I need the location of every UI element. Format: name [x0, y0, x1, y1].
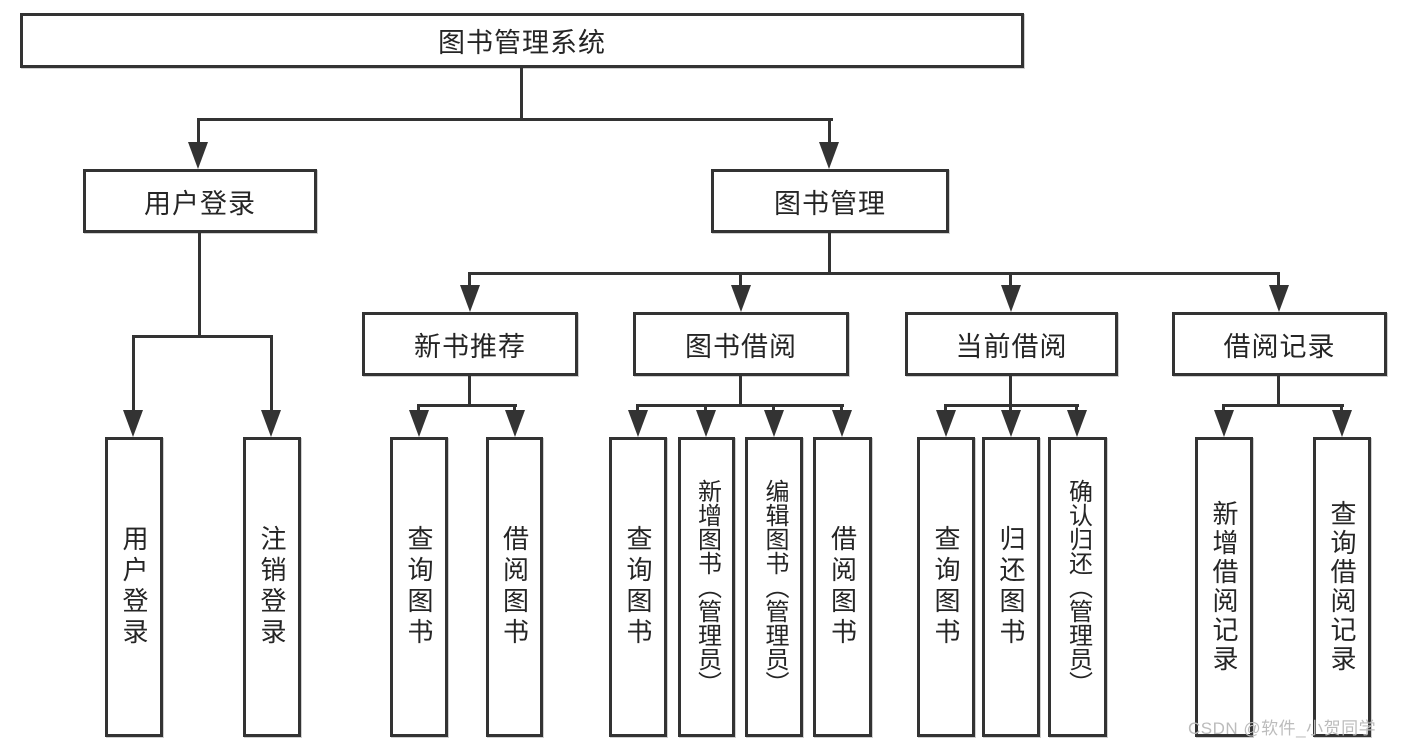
- connector-line: [1340, 404, 1343, 413]
- connector-line: [1222, 404, 1344, 407]
- arrowhead-down: [409, 410, 429, 437]
- leaf-rec-query-books: 查询图书: [390, 437, 448, 737]
- connector-line: [417, 404, 517, 407]
- leaf-rec-borrow-books: 借阅图书: [486, 437, 543, 737]
- connector-line: [468, 272, 1280, 275]
- connector-line: [1277, 272, 1280, 288]
- node-current-borrowing: 当前借阅: [905, 312, 1118, 376]
- arrowhead-down: [731, 285, 751, 312]
- connector-line: [739, 272, 742, 288]
- connector-line: [636, 404, 639, 413]
- connector-line: [704, 404, 707, 413]
- connector-line: [944, 404, 947, 413]
- leaf-cb-return-books: 归还图书: [982, 437, 1040, 737]
- connector-line: [1009, 376, 1012, 407]
- arrowhead-down: [628, 410, 648, 437]
- connector-line: [468, 272, 471, 288]
- leaf-bb-query-books: 查询图书: [609, 437, 667, 737]
- connector-line: [828, 118, 831, 145]
- connector-line: [840, 404, 843, 413]
- node-book-management: 图书管理: [711, 169, 949, 233]
- arrowhead-down: [261, 410, 281, 437]
- arrowhead-down: [819, 142, 839, 169]
- arrowhead-down: [1214, 410, 1234, 437]
- leaf-user-login: 用户登录: [105, 437, 163, 737]
- connector-line: [772, 404, 775, 413]
- leaf-cb-query-books: 查询图书: [917, 437, 975, 737]
- connector-line: [468, 376, 471, 407]
- connector-line: [513, 404, 516, 413]
- connector-line: [1075, 404, 1078, 413]
- arrowhead-down: [505, 410, 525, 437]
- arrowhead-down: [936, 410, 956, 437]
- connector-line: [1277, 376, 1280, 407]
- connector-line: [132, 335, 273, 338]
- connector-line: [132, 335, 135, 413]
- connector-line: [520, 68, 523, 118]
- leaf-cb-confirm-return-admin: 确认归还（管理员）: [1048, 437, 1107, 737]
- node-library-system: 图书管理系统: [20, 13, 1024, 68]
- node-user-login: 用户登录: [83, 169, 317, 233]
- connector-line: [1009, 404, 1012, 413]
- connector-line: [270, 335, 273, 413]
- arrowhead-down: [1332, 410, 1352, 437]
- leaf-bb-edit-books-admin: 编辑图书（管理员）: [745, 437, 803, 737]
- connector-line: [197, 118, 833, 121]
- leaf-bb-add-books-admin: 新增图书（管理员）: [678, 437, 735, 737]
- node-book-borrowing: 图书借阅: [633, 312, 849, 376]
- connector-line: [417, 404, 420, 413]
- leaf-br-add-record: 新增借阅记录: [1195, 437, 1253, 737]
- arrowhead-down: [1067, 410, 1087, 437]
- arrowhead-down: [696, 410, 716, 437]
- arrowhead-down: [1001, 285, 1021, 312]
- arrowhead-down: [1001, 410, 1021, 437]
- arrowhead-down: [460, 285, 480, 312]
- connector-line: [1222, 404, 1225, 413]
- arrowhead-down: [832, 410, 852, 437]
- watermark-csdn: CSDN @软件_小贺同学: [1188, 719, 1377, 738]
- connector-line: [198, 233, 201, 338]
- node-new-book-recommend: 新书推荐: [362, 312, 578, 376]
- connector-line: [197, 118, 200, 145]
- connector-line: [828, 233, 831, 275]
- connector-line: [739, 376, 742, 407]
- arrowhead-down: [764, 410, 784, 437]
- arrowhead-down: [188, 142, 208, 169]
- connector-line: [1009, 272, 1012, 288]
- arrowhead-down: [123, 410, 143, 437]
- arrowhead-down: [1269, 285, 1289, 312]
- leaf-logout: 注销登录: [243, 437, 301, 737]
- node-borrowing-records: 借阅记录: [1172, 312, 1387, 376]
- leaf-bb-borrow-books: 借阅图书: [813, 437, 872, 737]
- leaf-br-query-record: 查询借阅记录: [1313, 437, 1371, 737]
- connector-line: [636, 404, 844, 407]
